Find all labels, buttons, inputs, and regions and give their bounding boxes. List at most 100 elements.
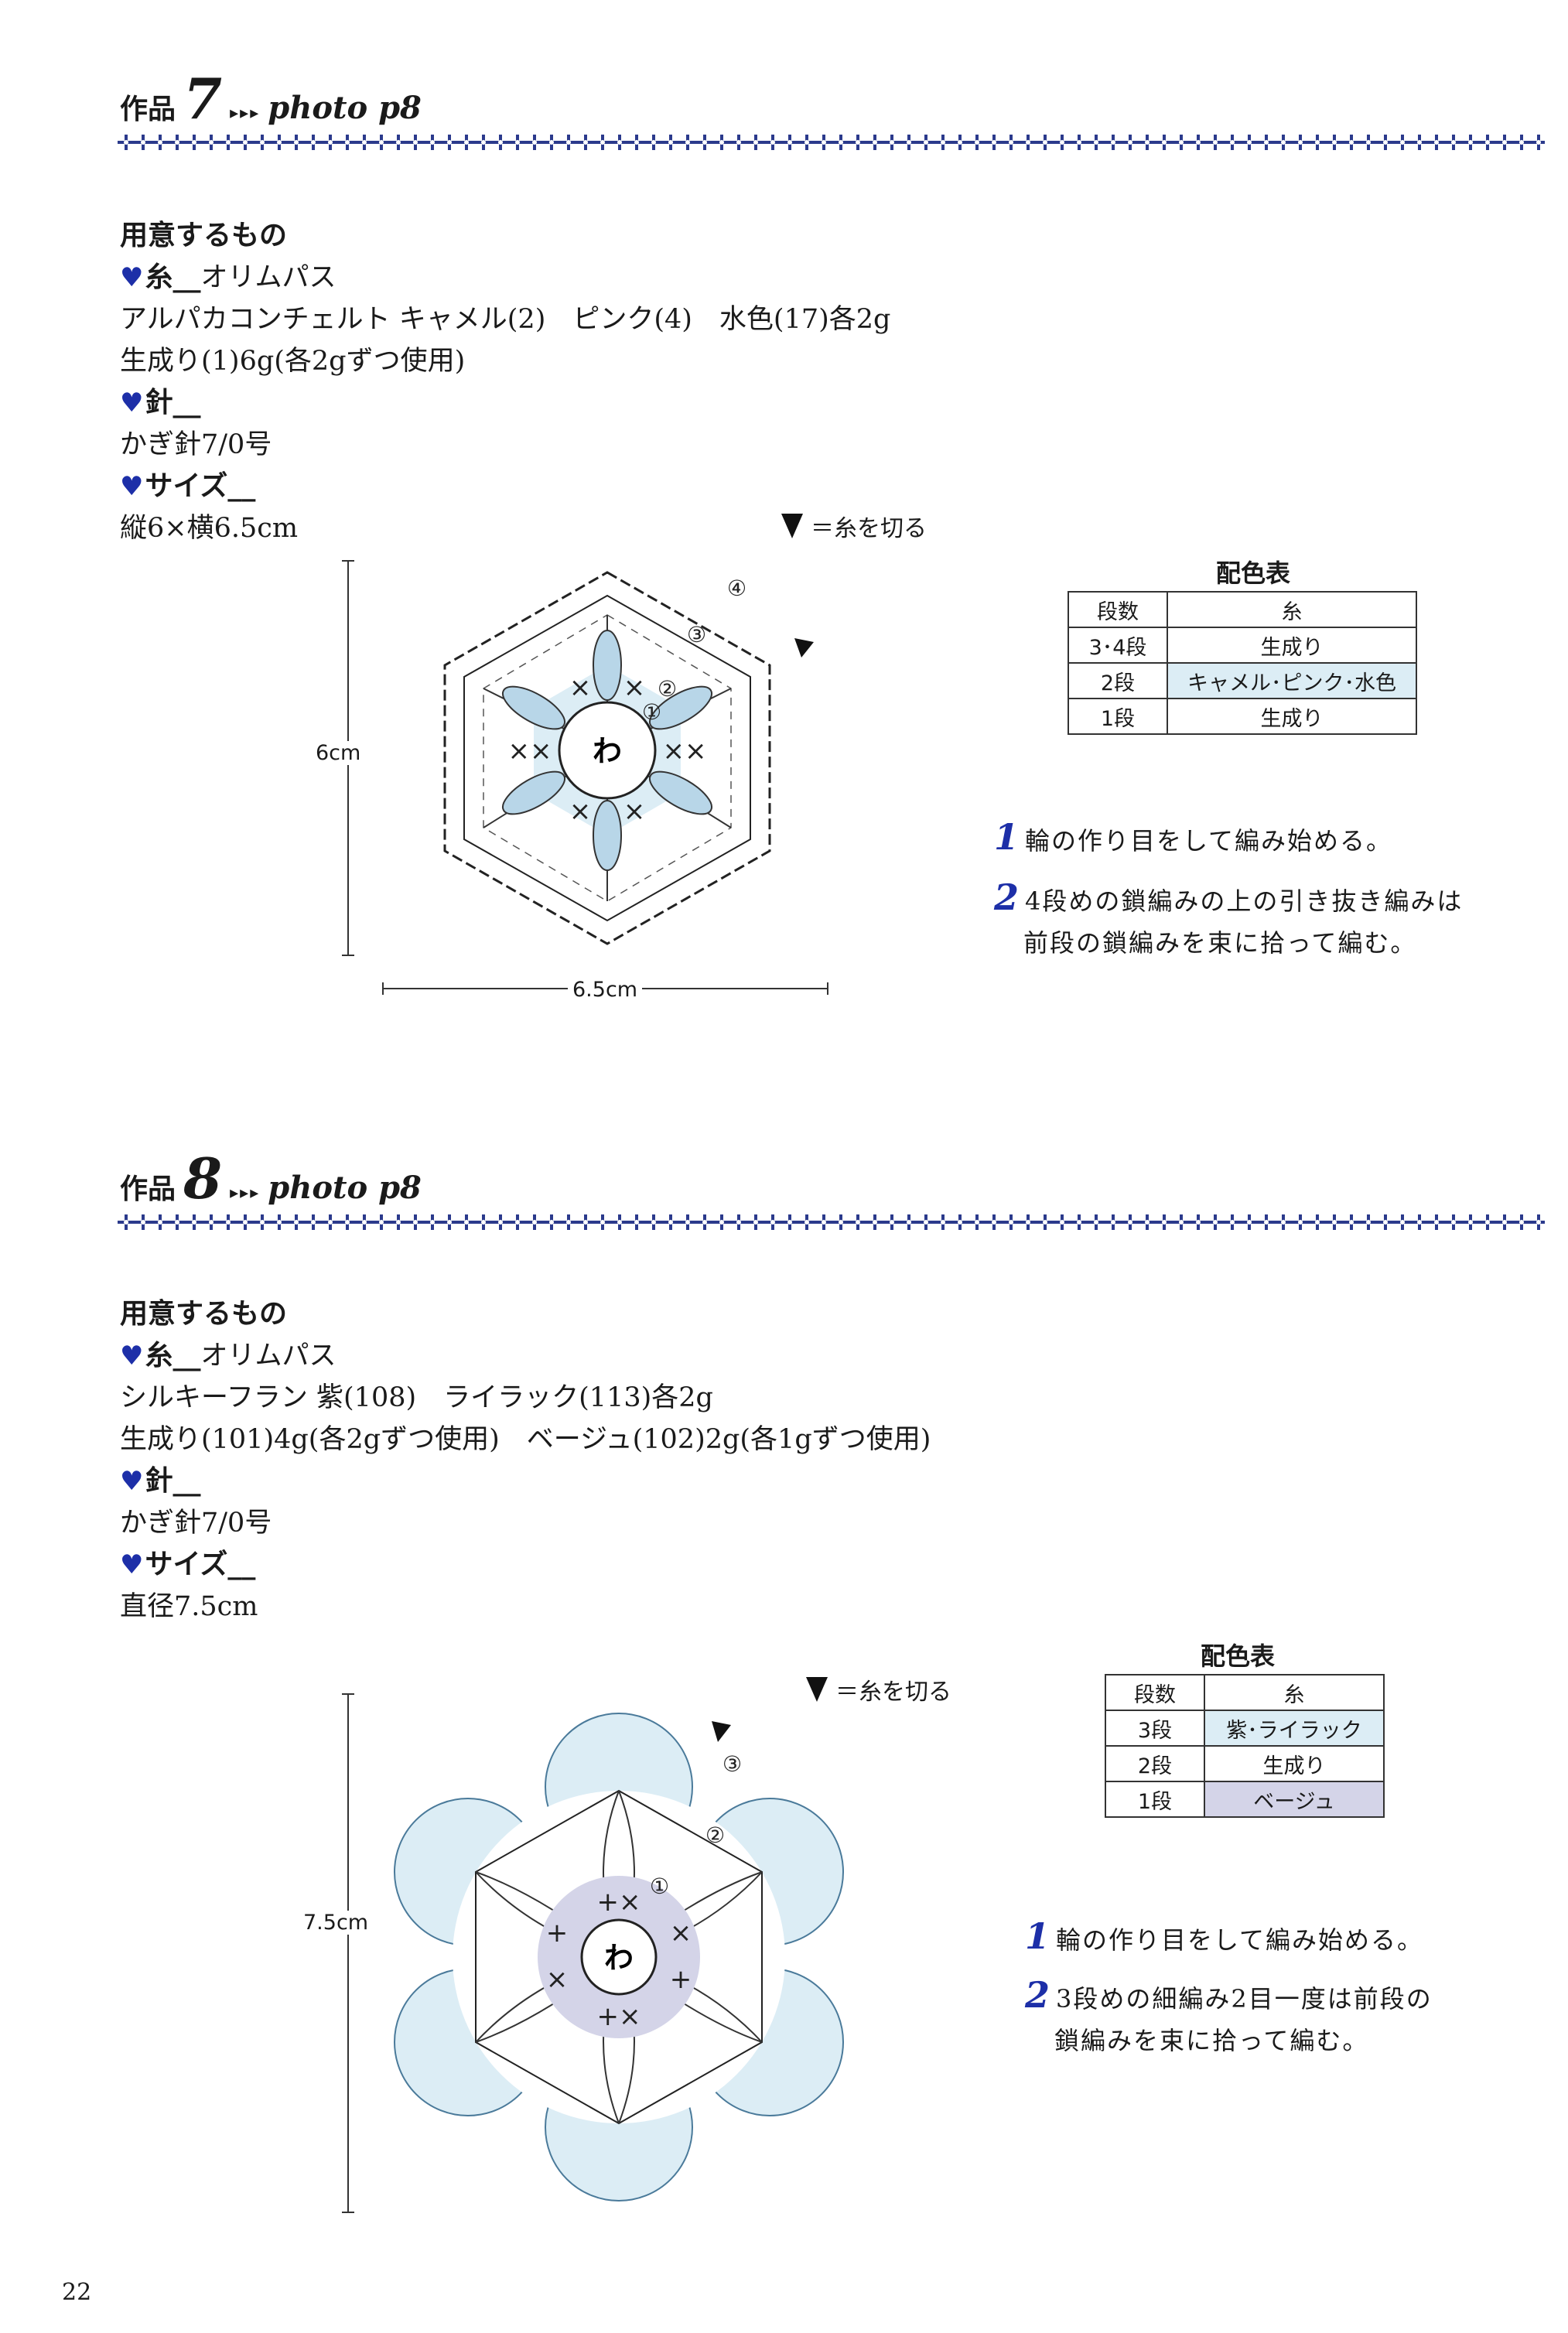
heart-icon: ♥ — [120, 388, 144, 418]
svg-text:×: × — [670, 1918, 692, 1949]
yarn-label: 糸 — [145, 261, 173, 293]
table-row: 2段 キャメル･ピンク･水色 — [1068, 662, 1417, 699]
svg-text:×: × — [623, 796, 646, 827]
svg-text:+: + — [546, 1918, 569, 1949]
table-row: 2段 生成り — [1105, 1745, 1385, 1782]
note-text: 輪の作り目をして編み始める。 — [1025, 826, 1393, 856]
cut-yarn-icon — [712, 1721, 731, 1742]
round-number: ④ — [727, 576, 746, 601]
size-value: 直径7.5cm — [120, 1591, 258, 1622]
table-header: 糸 — [1167, 591, 1417, 628]
work7-materials: 用意するもの ♥糸__オリムパス アルパカコンチェルト キャメル(2) ピンク(… — [120, 215, 890, 549]
work8-chart: わ +×+× +× ×+ ① ② ③ — [342, 1693, 844, 2213]
svg-text:×: × — [569, 796, 592, 827]
page-number: 22 — [62, 2279, 92, 2306]
legend-text: ＝糸を切る — [835, 1679, 951, 1706]
heart-icon: ♥ — [120, 1466, 144, 1497]
size-label: サイズ — [145, 470, 228, 502]
table-cell: 2段 — [1105, 1745, 1205, 1782]
work7-heading: 作品 7 ▸▸▸ photo p8 — [120, 71, 422, 127]
yarn-brand: オリムパス — [200, 262, 336, 293]
work7-color-table-title: 配色表 — [1216, 558, 1291, 588]
note-number: 1 — [994, 816, 1021, 858]
heart-icon: ♥ — [120, 1549, 144, 1580]
work8-label: 作品 — [120, 1173, 176, 1205]
table-cell: ベージュ — [1204, 1781, 1385, 1818]
size-label: サイズ — [145, 1549, 228, 1580]
table-cell: 2段 — [1068, 662, 1168, 699]
round-number: ① — [650, 1874, 669, 1899]
round-number: ① — [642, 699, 661, 725]
table-row: 1段 生成り — [1068, 698, 1417, 735]
table-cell: キャメル･ピンク･水色 — [1167, 662, 1417, 699]
work8-photo-ref: photo p8 — [268, 1170, 422, 1206]
decorative-border — [118, 133, 1545, 152]
work7-width-dim: 6.5cm — [568, 978, 643, 1002]
table-header-row: 段数 糸 — [1105, 1674, 1385, 1711]
table-header: 段数 — [1105, 1674, 1205, 1711]
yarn-line-2: 生成り(1)6g(各2gずつ使用) — [120, 346, 466, 377]
svg-text:××: ×× — [663, 736, 707, 767]
legend-text: ＝糸を切る — [811, 515, 927, 542]
work7-chart: わ ×××× ×× ×× ① ② ③ ④ — [342, 560, 828, 995]
yarn-line-1: シルキーフラン 紫(108) ライラック(113)各2g — [120, 1382, 713, 1413]
arrow-icons: ▸▸▸ — [230, 104, 261, 123]
table-cell: 紫･ライラック — [1204, 1710, 1385, 1747]
table-row: 1段 ベージュ — [1105, 1781, 1385, 1818]
yarn-line-2: 生成り(101)4g(各2gずつ使用) ベージュ(102)2g(各1gずつ使用) — [120, 1424, 931, 1455]
work7-height-dim: 6cm — [311, 741, 366, 765]
svg-text:××: ×× — [508, 736, 552, 767]
table-cell: 生成り — [1167, 698, 1417, 735]
note-text: 鎖編みを束に拾って編む。 — [1054, 2026, 1369, 2055]
note-text: 3段めの細編み2目一度は前段の — [1056, 1984, 1433, 2014]
work8-heading: 作品 8 ▸▸▸ photo p8 — [120, 1151, 422, 1207]
yarn-label: 糸 — [145, 1340, 173, 1371]
note-number: 2 — [994, 876, 1021, 918]
svg-text:+: + — [670, 1964, 692, 1995]
ring-label: わ — [604, 1941, 634, 1975]
table-cell: 生成り — [1167, 627, 1417, 664]
round-number: ③ — [687, 622, 706, 647]
decorative-border — [118, 1213, 1545, 1231]
work7-legend: ＝糸を切る — [781, 509, 927, 543]
cut-yarn-icon — [794, 638, 814, 658]
needle-value: かぎ針7/0号 — [120, 1508, 272, 1539]
materials-title: 用意するもの — [120, 220, 288, 251]
heart-icon: ♥ — [120, 1341, 144, 1371]
round-number: ② — [658, 676, 677, 702]
cut-yarn-icon — [806, 1677, 828, 1702]
svg-text:×: × — [569, 672, 592, 703]
heart-icon: ♥ — [120, 262, 144, 293]
work8-color-table-title: 配色表 — [1201, 1641, 1276, 1671]
cut-yarn-icon — [781, 514, 803, 538]
round-number: ③ — [723, 1751, 742, 1777]
table-cell: 1段 — [1068, 698, 1168, 735]
work8-materials: 用意するもの ♥糸__オリムパス シルキーフラン 紫(108) ライラック(11… — [120, 1293, 931, 1628]
work7-label: 作品 — [120, 94, 176, 125]
svg-text:+×: +× — [597, 2001, 641, 2032]
svg-text:+×: +× — [597, 1887, 641, 1918]
table-header-row: 段数 糸 — [1068, 591, 1417, 628]
table-header: 段数 — [1068, 591, 1168, 628]
work8-legend: ＝糸を切る — [806, 1672, 951, 1706]
ring-label: わ — [593, 734, 622, 768]
round-number: ② — [705, 1822, 725, 1848]
work7-number: 7 — [183, 66, 223, 132]
work8-diameter-dim: 7.5cm — [299, 1911, 374, 1935]
arrow-icons: ▸▸▸ — [230, 1184, 261, 1203]
note-number: 2 — [1025, 1974, 1052, 2016]
table-row: 3段 紫･ライラック — [1105, 1710, 1385, 1747]
table-cell: 3･4段 — [1068, 627, 1168, 664]
needle-label: 針 — [145, 1465, 173, 1497]
yarn-brand: オリムパス — [200, 1341, 336, 1371]
table-cell: 3段 — [1105, 1710, 1205, 1747]
materials-title: 用意するもの — [120, 1298, 288, 1330]
note-number: 1 — [1025, 1915, 1052, 1957]
note-text: 前段の鎖編みを束に拾って編む。 — [1023, 928, 1417, 958]
note-text: 4段めの鎖編みの上の引き抜き編みは — [1025, 886, 1464, 916]
work7-photo-ref: photo p8 — [268, 90, 422, 126]
needle-value: かぎ針7/0号 — [120, 429, 272, 460]
